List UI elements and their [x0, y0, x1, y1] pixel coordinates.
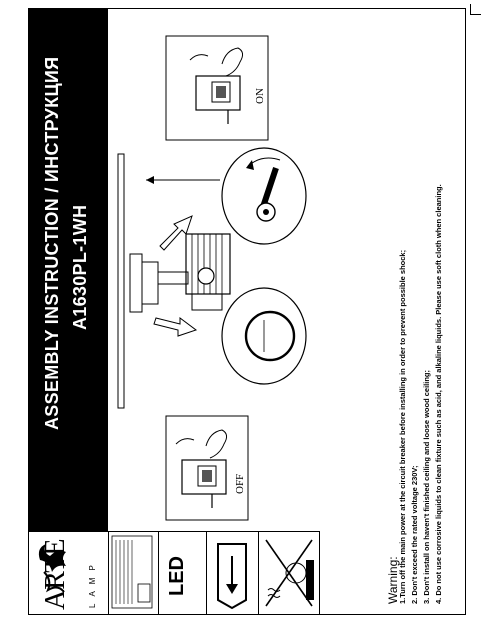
hand-icon [221, 47, 244, 77]
indoor-use-icon [217, 543, 247, 610]
page-corner-mark [470, 4, 481, 15]
switch-box-icon [181, 459, 227, 508]
title-bar [28, 8, 108, 531]
strip-divider [258, 531, 259, 615]
dial-detail [221, 287, 307, 385]
arrow-icon [159, 215, 193, 251]
strip-divider [206, 531, 207, 615]
off-label: OFF [234, 473, 246, 494]
ceiling-plate [117, 153, 125, 409]
strip-divider [158, 531, 159, 615]
hand-icon [205, 429, 228, 459]
certification-icon [111, 535, 153, 609]
logo-emblem-icon [38, 544, 66, 593]
no-moisture-icon [265, 539, 314, 607]
power-on-step [165, 35, 269, 141]
fixture-drawing [129, 233, 231, 313]
switch-box-icon [195, 75, 241, 124]
rotate-detail [221, 147, 307, 245]
arrow-icon [175, 438, 195, 445]
icon-strip [108, 531, 320, 615]
power-off-step [165, 415, 249, 521]
arrow-icon [189, 54, 209, 61]
arrow-icon [153, 317, 198, 337]
logo-box [28, 531, 108, 615]
on-label: ON [254, 88, 266, 104]
